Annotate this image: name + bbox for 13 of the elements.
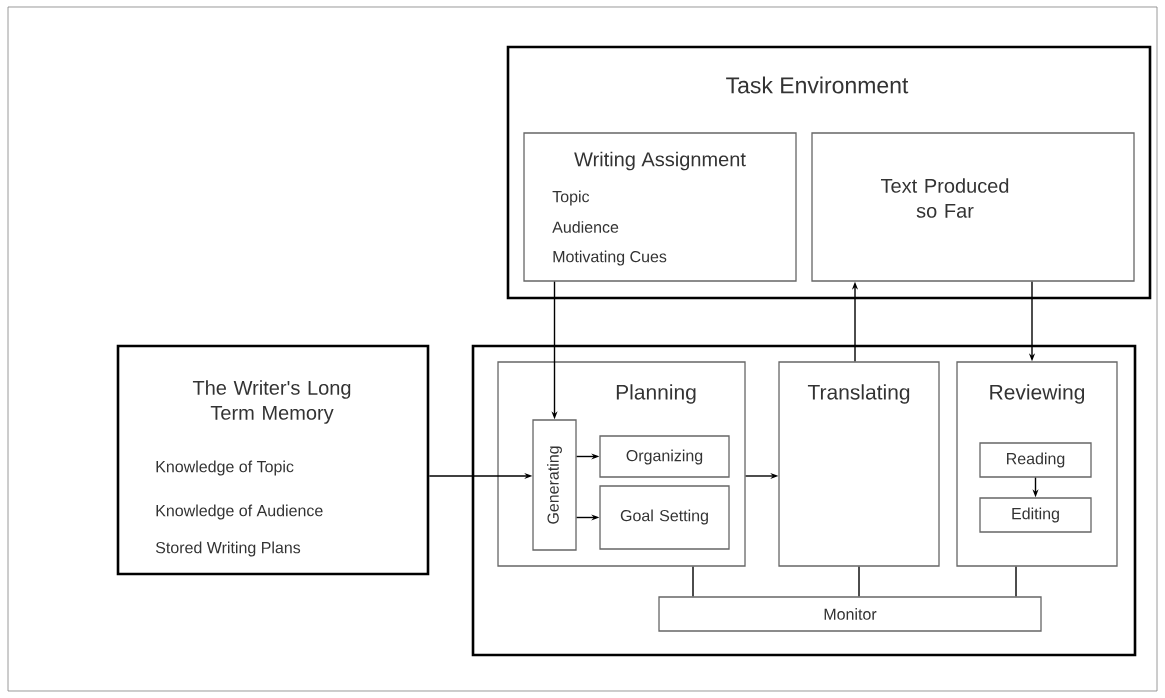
text-box: Text Produced so Far [811, 132, 1135, 282]
process-box: Reading [979, 442, 1092, 478]
process-box: Translating [778, 361, 940, 567]
connector-line [858, 565, 860, 598]
monitor-bar: Monitor [658, 596, 1042, 632]
process-box: Organizing [599, 435, 730, 478]
process-box: Editing [979, 497, 1092, 533]
memory-box: The Writer's Long Term Memory Knowledge of Topic Knowledge of Audience Stored Writing Plans [116, 344, 430, 576]
connector-line [1015, 565, 1017, 598]
connector-line [692, 565, 694, 598]
assignment-box: Writing Assignment Topic Audience Motivating Cues [523, 132, 797, 282]
process-box: Goal Setting [599, 485, 730, 550]
process-box: Generating [532, 419, 577, 551]
